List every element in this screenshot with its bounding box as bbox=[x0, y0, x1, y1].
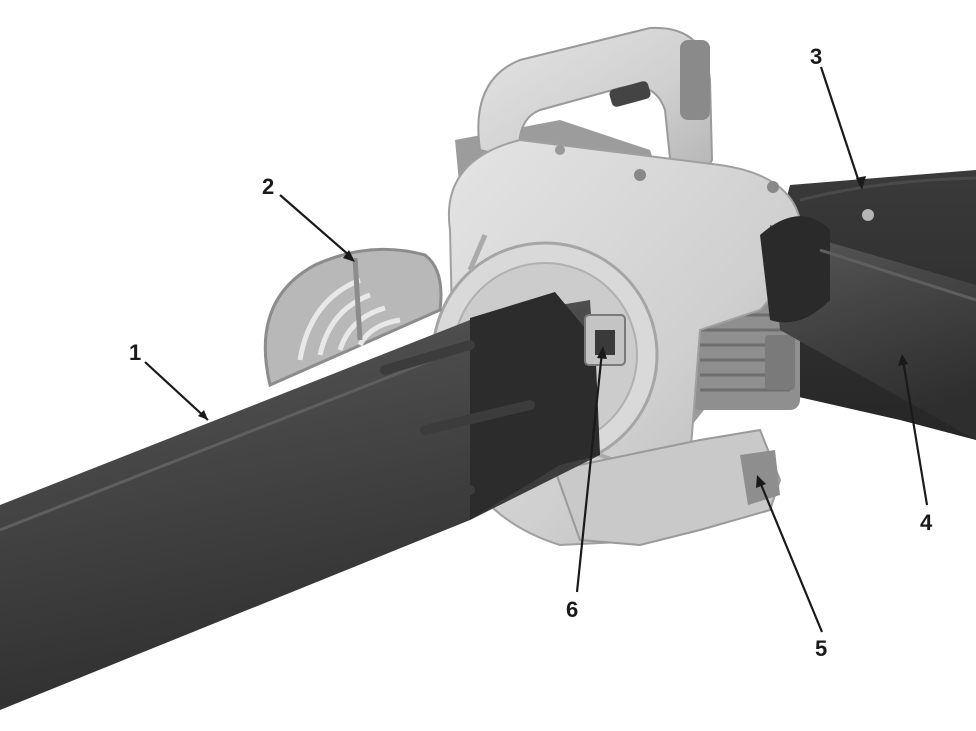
callout-2: 2 bbox=[262, 174, 274, 199]
base-foot bbox=[553, 428, 782, 547]
callout-1: 1 bbox=[129, 340, 141, 365]
intake-guard bbox=[263, 247, 443, 388]
callout-leaders bbox=[144, 66, 929, 633]
callout-5: 5 bbox=[815, 636, 827, 661]
callout-3: 3 bbox=[810, 44, 822, 69]
handle bbox=[477, 26, 714, 181]
callout-6: 6 bbox=[566, 597, 578, 622]
vacuum-tube bbox=[0, 292, 600, 710]
tube-latch bbox=[584, 314, 626, 366]
callout-labels: 1 2 3 4 5 6 bbox=[129, 44, 933, 661]
callout-4: 4 bbox=[920, 510, 933, 535]
blower-tube bbox=[760, 209, 976, 440]
